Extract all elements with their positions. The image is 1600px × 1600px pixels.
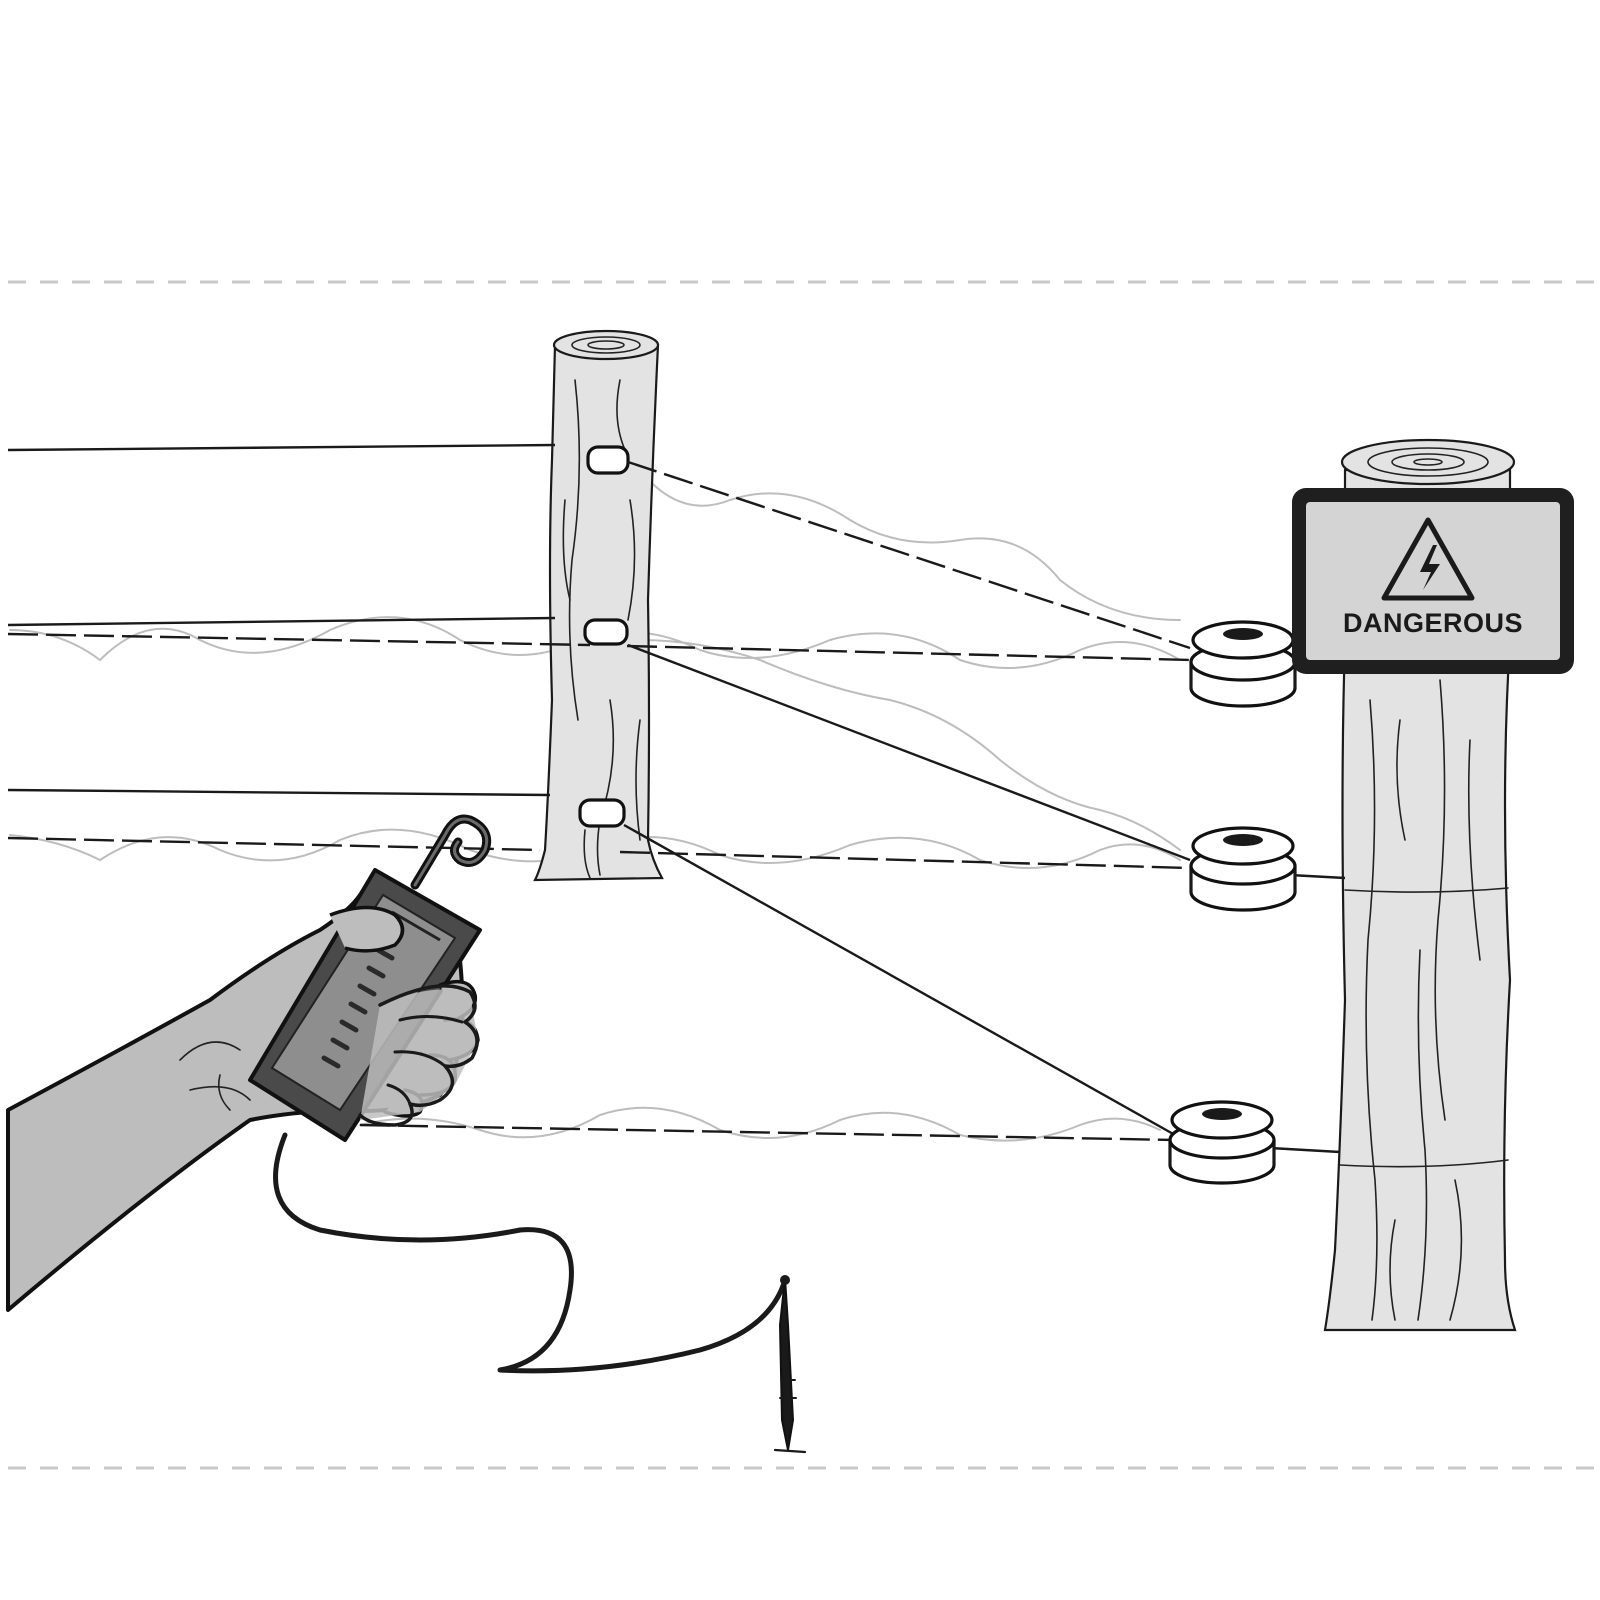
warning-sign-label: DANGEROUS (1343, 608, 1523, 638)
left-insulator-bottom (578, 798, 626, 828)
left-insulator-top (586, 445, 630, 475)
insulator-middle (1189, 826, 1297, 912)
right-fence-post (1323, 438, 1517, 1332)
warning-sign: DANGEROUS (1292, 488, 1574, 674)
voltage-tester (248, 814, 492, 1142)
tester-led-scale (321, 947, 395, 1069)
thumb (329, 905, 405, 953)
hand-holding-tester (6, 814, 492, 1312)
ground-cable (273, 1132, 788, 1374)
left-post-insulators (578, 445, 630, 828)
ground-spike (778, 1277, 795, 1451)
warning-sign-face (1306, 502, 1560, 660)
left-fence-post (533, 329, 664, 882)
ground-lead (273, 1132, 807, 1454)
insulator-bottom (1168, 1100, 1276, 1185)
insulator-top (1189, 620, 1297, 708)
left-insulator-middle (583, 618, 629, 646)
fence-wires (7, 443, 1346, 1154)
high-voltage-icon (1381, 517, 1475, 601)
